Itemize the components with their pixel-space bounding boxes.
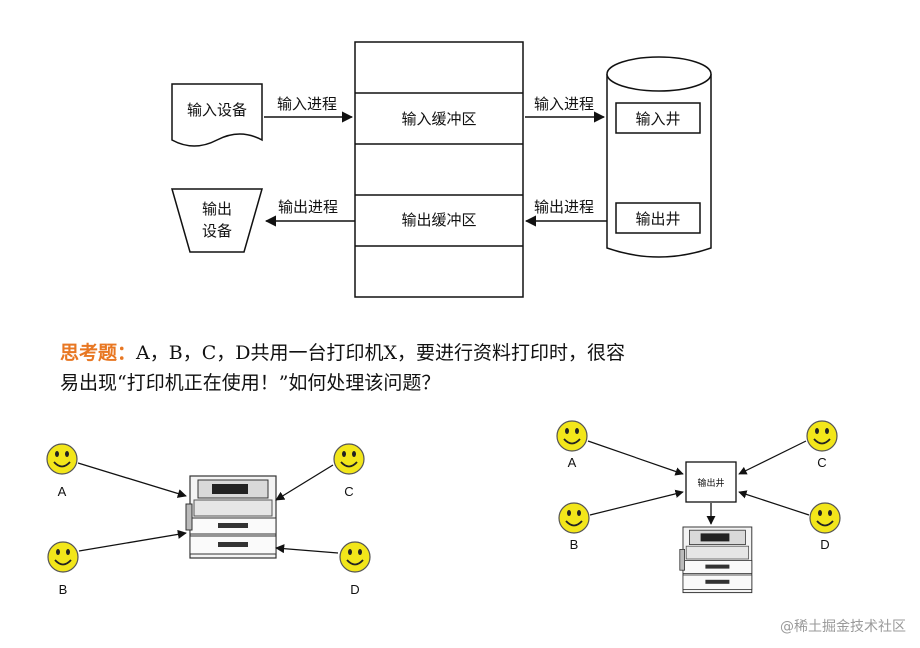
user-c-right: C [817,455,826,470]
input-process-right-label: 输入进程 [534,95,594,113]
user-d-left: D [350,582,359,597]
smiley-icon-a-right [556,420,588,452]
spool-box-label: 输出井 [697,477,724,489]
user-c-left: C [344,484,353,499]
user-b-right: B [570,537,579,552]
user-b-left: B [59,582,68,597]
buffer-column [354,41,524,298]
user-a-left: A [58,484,67,499]
input-well-label: 输入井 [635,110,680,128]
watermark: @稀土掘金技术社区 [780,619,906,635]
printer-icon-right [679,526,753,594]
question-text-1: A，B，C，D共用一台打印机X，要进行资料打印时，很容 [136,342,625,364]
question-line-1: 思考题：A，B，C，D共用一台打印机X，要进行资料打印时，很容 [60,338,625,365]
user-d-right: D [820,537,829,552]
printer-icon-left [185,475,277,559]
smiley-icon-d-right [809,502,841,534]
smiley-icon-b-right [558,502,590,534]
output-process-right-label: 输出进程 [534,198,594,216]
output-well-box [615,202,701,234]
output-device-shape [171,188,263,253]
input-process-left-label: 输入进程 [277,95,337,113]
output-device-label-line2: 设备 [202,222,232,240]
question-line-2: 易出现“打印机正在使用！”如何处理该问题？ [60,368,440,395]
smiley-icon-d-left [339,541,371,573]
smiley-icon-a-left [46,443,78,475]
output-buffer-label: 输出缓冲区 [401,211,476,229]
output-well-label: 输出井 [635,210,680,228]
question-text-2: 易出现“打印机正在使用！”如何处理该问题？ [60,372,441,394]
input-device-shape [171,83,263,147]
input-buffer-label: 输入缓冲区 [401,110,476,128]
smiley-icon-b-left [47,541,79,573]
output-process-left-label: 输出进程 [278,198,338,216]
input-well-box [615,102,701,134]
smiley-icon-c-right [806,420,838,452]
question-title: 思考题： [60,342,137,364]
input-device-label: 输入设备 [187,101,247,119]
output-device-label-line1: 输出 [202,200,232,218]
smiley-icon-c-left [333,443,365,475]
user-a-right: A [568,455,577,470]
spool-box [685,461,737,503]
